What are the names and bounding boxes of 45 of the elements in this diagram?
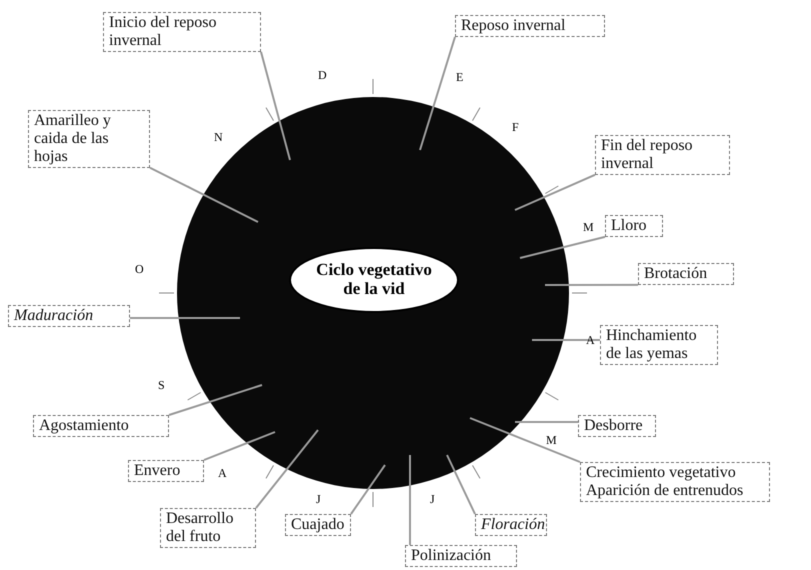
leader-line	[168, 384, 262, 416]
callout-box: Desborre	[578, 415, 656, 437]
month-letter: N	[214, 130, 223, 145]
callout-box: Maduración	[8, 305, 130, 327]
center-title: Ciclo vegetativo de la vid	[289, 247, 459, 313]
month-letter: M	[546, 433, 557, 448]
leader-line	[204, 431, 276, 461]
callout-box: Agostamiento	[33, 415, 169, 437]
leader-line	[260, 52, 291, 160]
leader-line	[446, 454, 476, 514]
callout-box: Cuajado	[285, 514, 351, 536]
callout-box: Hinchamiento de las yemas	[600, 325, 718, 365]
callout-box: Brotación	[638, 263, 734, 285]
leader-line	[350, 464, 386, 515]
month-letter: O	[135, 262, 144, 277]
leader-line	[150, 166, 258, 223]
month-letter: D	[318, 68, 327, 83]
leader-line	[409, 455, 411, 545]
leader-line	[532, 339, 600, 341]
month-letter: J	[316, 492, 321, 507]
leader-line	[419, 36, 456, 150]
callout-box: Reposo invernal	[455, 15, 605, 37]
month-letter: S	[158, 378, 165, 393]
leader-line	[545, 284, 638, 286]
callout-box: Polinización	[405, 545, 517, 567]
month-letter: A	[218, 466, 227, 481]
callout-box: Crecimiento vegetativo Aparición de entrenudos	[580, 462, 770, 502]
leader-line	[470, 417, 580, 463]
month-letter: F	[512, 120, 519, 135]
callout-box: Lloro	[605, 215, 663, 237]
leader-line	[515, 421, 578, 423]
callout-box: Fin del reposo invernal	[595, 135, 730, 175]
leader-line	[130, 317, 240, 319]
month-letter: E	[456, 70, 464, 85]
leader-line	[255, 429, 319, 509]
callout-box: Desarrollo del fruto	[160, 508, 256, 548]
month-letter: A	[586, 333, 595, 348]
month-letter: M	[583, 220, 594, 235]
callout-box: Inicio del reposo invernal	[103, 12, 261, 52]
month-letter: J	[430, 492, 435, 507]
callout-box: Amarilleo y caida de las hojas	[28, 110, 150, 168]
leader-line	[520, 236, 606, 259]
callout-box: Envero	[128, 460, 204, 482]
leader-line	[514, 174, 596, 211]
callout-box: Floración	[475, 514, 547, 536]
